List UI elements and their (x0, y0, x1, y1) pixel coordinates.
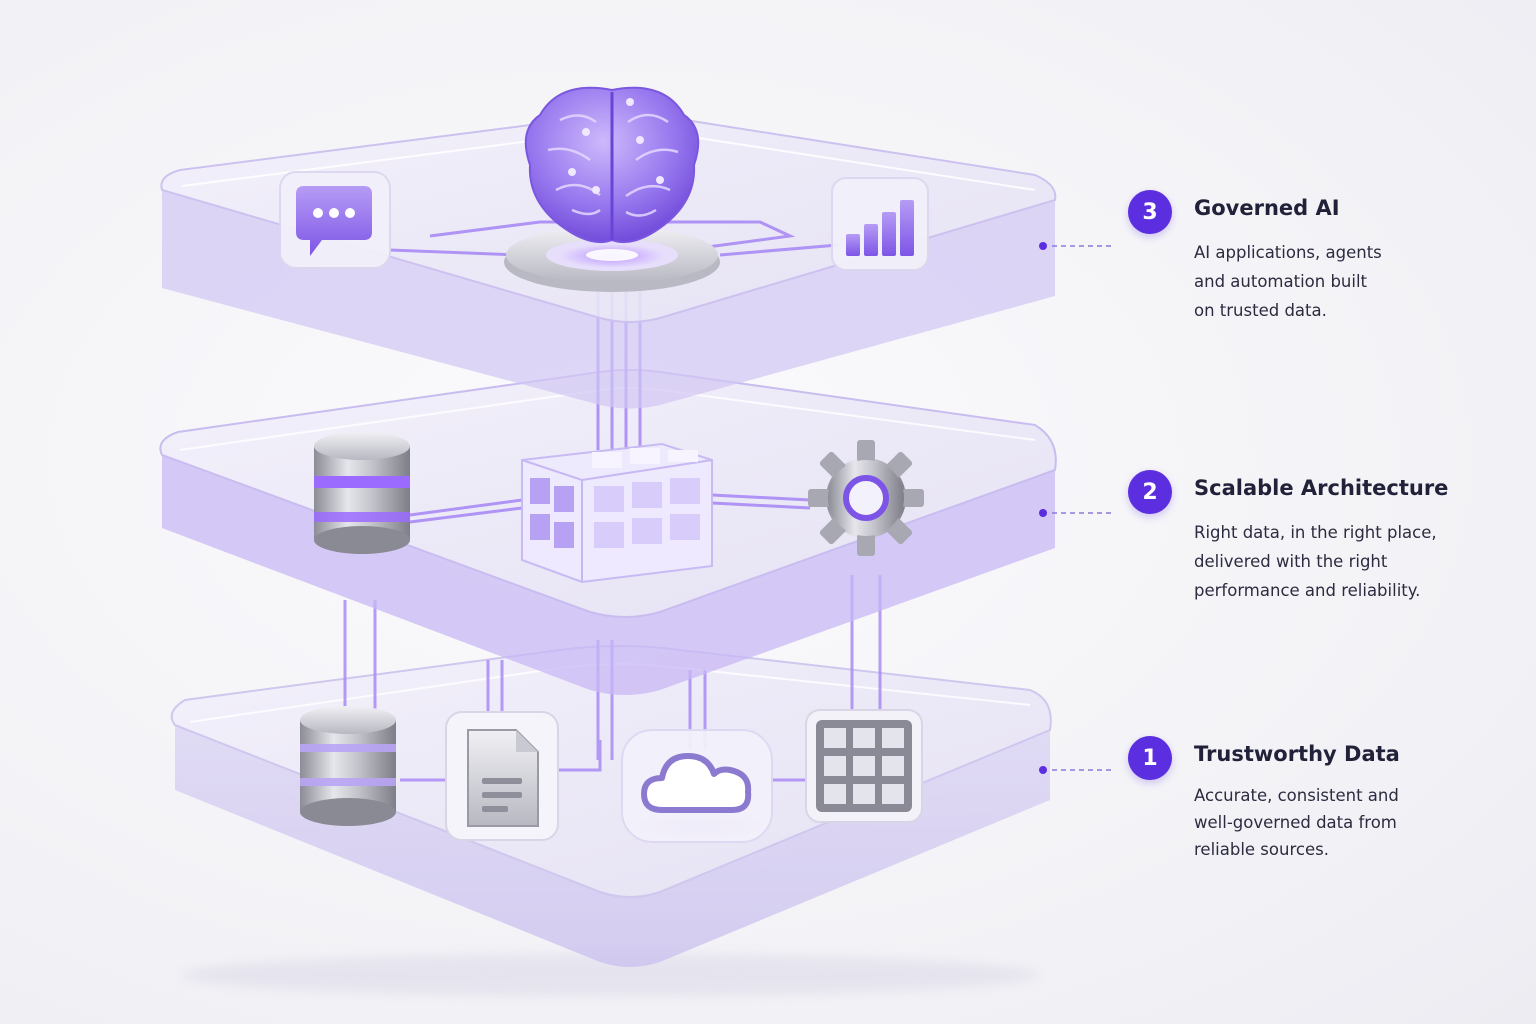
layer-2-description-line: delivered with the right (1194, 552, 1388, 571)
layer-1-number-badge: 1 (1128, 736, 1172, 780)
layer-2-number-badge: 2 (1128, 470, 1172, 514)
bar-chart-icon (831, 177, 929, 271)
gear-icon (808, 440, 924, 556)
cloud-icon (621, 729, 773, 843)
layer-1-title: Trustworthy Data (1194, 742, 1400, 766)
layer-2-description: Right data, in the right place, delivere… (1194, 518, 1474, 605)
leader-lines (1039, 242, 1112, 774)
layer-3-number-badge: 3 (1128, 190, 1172, 234)
layer-3-description: AI applications, agents and automation b… (1194, 238, 1474, 325)
layer-3-description-line: on trusted data. (1194, 301, 1327, 320)
layer-2-title: Scalable Architecture (1194, 476, 1449, 500)
layer-3-description-line: AI applications, agents (1194, 243, 1382, 262)
document-icon (445, 711, 559, 841)
chat-bubble-icon (279, 171, 391, 269)
cube-grid-icon (521, 442, 713, 584)
brain-icon (504, 86, 720, 292)
layer-3-title: Governed AI (1194, 196, 1340, 220)
layer-1-description-line: Accurate, consistent and (1194, 786, 1399, 805)
layer-3-description-line: and automation built (1194, 272, 1368, 291)
layer-1-description-line: well-governed data from (1194, 813, 1397, 832)
layer-2-description-line: performance and reliability. (1194, 581, 1421, 600)
layer-1-description: Accurate, consistent and well-governed d… (1194, 782, 1474, 863)
database-icon (314, 432, 410, 554)
connector-lines-top (389, 220, 839, 257)
database-icon (300, 706, 396, 826)
layer-2-description-line: Right data, in the right place, (1194, 523, 1437, 542)
table-grid-icon (805, 709, 923, 823)
layer-1-description-line: reliable sources. (1194, 840, 1329, 859)
